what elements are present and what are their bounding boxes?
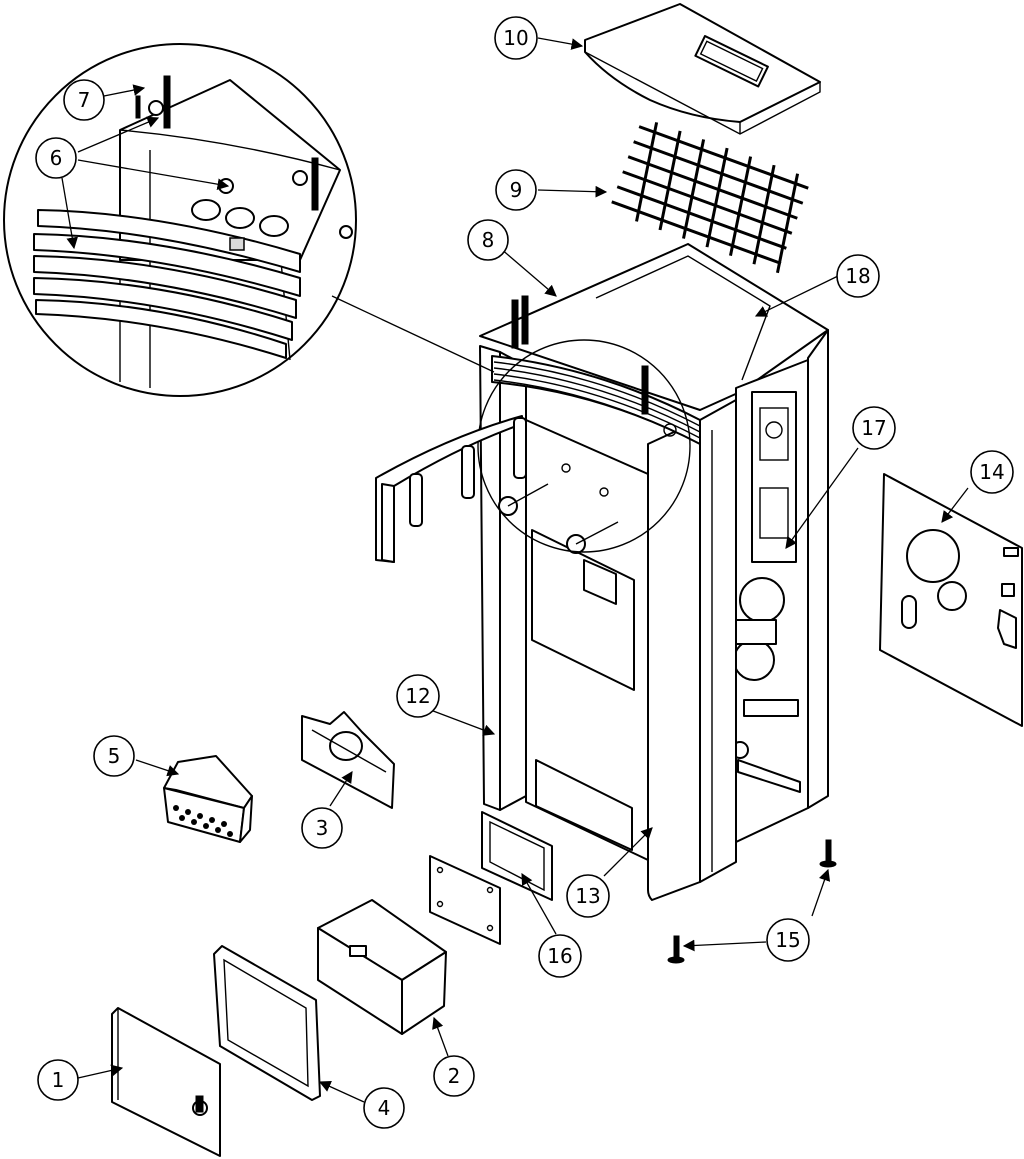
callout-17: 17 bbox=[852, 406, 896, 450]
part-lower-door bbox=[111, 1007, 221, 1157]
callout-2: 2 bbox=[433, 1055, 475, 1097]
callout-8: 8 bbox=[467, 219, 509, 261]
callout-7: 7 bbox=[63, 79, 105, 121]
callout-1-label: 1 bbox=[52, 1068, 65, 1092]
callout-10-label: 10 bbox=[503, 26, 528, 50]
callout-15: 15 bbox=[766, 918, 810, 962]
callout-9: 9 bbox=[495, 169, 537, 211]
part-frame-gasket bbox=[213, 945, 321, 1101]
part-front-door bbox=[375, 415, 527, 563]
callout-5: 5 bbox=[93, 735, 135, 777]
callout-8-label: 8 bbox=[482, 228, 495, 252]
callout-14-label: 14 bbox=[979, 460, 1004, 484]
callout-4-label: 4 bbox=[378, 1096, 391, 1120]
part-rear-panel bbox=[879, 473, 1023, 727]
callout-6-label: 6 bbox=[50, 146, 63, 170]
part-top-cover bbox=[584, 3, 821, 135]
callout-15-label: 15 bbox=[775, 928, 800, 952]
callout-13: 13 bbox=[566, 874, 610, 918]
callout-12-label: 12 bbox=[405, 684, 430, 708]
callout-13-label: 13 bbox=[575, 884, 600, 908]
callout-12: 12 bbox=[396, 674, 440, 718]
callout-4: 4 bbox=[363, 1087, 405, 1129]
callout-16: 16 bbox=[538, 934, 582, 978]
callout-17-label: 17 bbox=[861, 416, 886, 440]
callout-16-label: 16 bbox=[547, 944, 572, 968]
callout-18: 18 bbox=[836, 254, 880, 298]
callout-14: 14 bbox=[970, 450, 1014, 494]
callout-3: 3 bbox=[301, 807, 343, 849]
callout-3-label: 3 bbox=[316, 816, 329, 840]
callout-18-label: 18 bbox=[845, 264, 870, 288]
part-stove-body bbox=[477, 243, 829, 901]
callout-10: 10 bbox=[494, 16, 538, 60]
callout-6: 6 bbox=[35, 137, 77, 179]
leader-lines bbox=[61, 37, 969, 1103]
part-grate bbox=[611, 122, 809, 274]
part-deflector bbox=[301, 711, 395, 809]
detail-magnified-view bbox=[3, 43, 357, 397]
callout-5-label: 5 bbox=[108, 744, 121, 768]
callout-2-label: 2 bbox=[448, 1064, 461, 1088]
callout-7-label: 7 bbox=[78, 88, 91, 112]
part-burner-pot bbox=[163, 755, 253, 843]
part-ash-box bbox=[317, 899, 447, 1035]
callout-9-label: 9 bbox=[510, 178, 523, 202]
part-feet bbox=[667, 839, 837, 964]
callout-1: 1 bbox=[37, 1059, 79, 1101]
part-inspection-plate bbox=[429, 811, 553, 945]
